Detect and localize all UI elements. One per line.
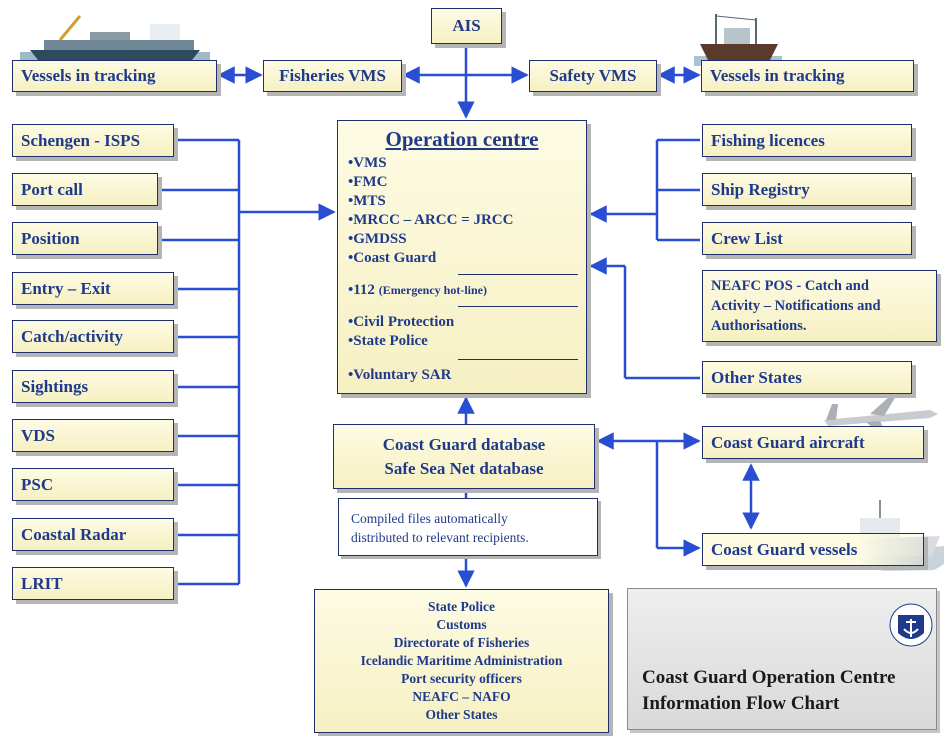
op-divider xyxy=(458,306,578,307)
operation-centre-title: Operation centre xyxy=(385,127,539,151)
recipients-box: State Police Customs Directorate of Fish… xyxy=(314,589,609,733)
title-line-1: Coast Guard Operation Centre xyxy=(642,667,896,688)
database-line-1: Coast Guard database xyxy=(382,435,546,454)
op-item-coast-guard: •Coast Guard xyxy=(348,250,437,266)
fisheries-vms-box: Fisheries VMS xyxy=(263,60,402,92)
trawler-picture-right xyxy=(694,14,782,66)
op-item-voluntary-sar: •Voluntary SAR xyxy=(348,367,452,383)
left-item-catch-activity: Catch/activity xyxy=(12,320,174,353)
left-item-port-call: Port call xyxy=(12,173,158,206)
op-item-civil-protection: •Civil Protection xyxy=(348,314,455,330)
op-item-jrcc: •MRCC – ARCC = JRCC xyxy=(348,212,514,228)
left-item-position: Position xyxy=(12,222,158,255)
vessels-tracking-right-label: Vessels in tracking xyxy=(710,66,845,85)
recipient-item: Port security officers xyxy=(401,671,522,686)
safety-vms-label: Safety VMS xyxy=(549,66,637,85)
left-item-sightings: Sightings xyxy=(12,370,174,403)
right-item-other-states: Other States xyxy=(702,361,912,394)
recipient-item: Other States xyxy=(425,707,498,722)
left-item-label: Position xyxy=(21,228,80,248)
operation-centre-box: Operation centre •VMS •FMC •MTS •MRCC – … xyxy=(337,120,587,394)
left-item-label: Schengen - ISPS xyxy=(21,130,141,150)
ais-label: AIS xyxy=(452,16,481,35)
coast-guard-aircraft-box: Coast Guard aircraft xyxy=(702,426,924,459)
ais-box: AIS xyxy=(431,8,502,44)
aircraft-label: Coast Guard aircraft xyxy=(711,432,865,452)
vessels-label: Coast Guard vessels xyxy=(711,539,858,559)
left-item-coastal-radar: Coastal Radar xyxy=(12,518,174,551)
recipient-item: Customs xyxy=(436,617,487,632)
hotline-number: •112 xyxy=(348,282,375,298)
left-item-label: PSC xyxy=(21,474,54,494)
left-item-label: Entry – Exit xyxy=(21,278,111,298)
recipient-item: Icelandic Maritime Administration xyxy=(360,653,563,668)
fisheries-vms-label: Fisheries VMS xyxy=(279,66,386,85)
right-item-label: Crew List xyxy=(711,228,783,248)
neafc-line: Activity – Notifications and xyxy=(711,298,881,314)
safety-vms-box: Safety VMS xyxy=(529,60,657,92)
recipient-item: State Police xyxy=(427,599,496,614)
vessels-tracking-left-label: Vessels in tracking xyxy=(21,66,156,85)
note-line: Compiled files automatically xyxy=(351,511,508,526)
neafc-line: NEAFC POS - Catch and xyxy=(711,278,869,294)
op-item-gmdss: •GMDSS xyxy=(348,231,407,247)
right-item-label: Other States xyxy=(711,367,802,387)
recipient-item: NEAFC – NAFO xyxy=(412,689,511,704)
op-divider xyxy=(458,359,578,360)
left-item-label: VDS xyxy=(21,425,56,445)
right-item-ship-registry: Ship Registry xyxy=(702,173,912,206)
right-item-label: Fishing licences xyxy=(711,130,825,150)
coast-guard-logo-icon xyxy=(889,603,933,647)
left-item-label: LRIT xyxy=(21,573,63,593)
right-item-crew-list: Crew List xyxy=(702,222,912,255)
hotline-note: (Emergency hot-line) xyxy=(378,283,487,297)
left-item-psc: PSC xyxy=(12,468,174,501)
left-item-label: Port call xyxy=(21,179,83,199)
vessels-tracking-left-box: Vessels in tracking xyxy=(12,60,217,92)
op-item-fmc: •FMC xyxy=(348,174,388,190)
right-item-neafc-pos: NEAFC POS - Catch and Activity – Notific… xyxy=(702,270,937,342)
left-item-lrit: LRIT xyxy=(12,567,174,600)
left-item-label: Coastal Radar xyxy=(21,524,127,544)
right-item-fishing-licences: Fishing licences xyxy=(702,124,912,157)
fishing-vessel-picture-left xyxy=(20,15,210,64)
database-box: Coast Guard database Safe Sea Net databa… xyxy=(333,424,595,489)
op-item-vms: •VMS xyxy=(348,155,387,171)
neafc-line: Authorisations. xyxy=(711,318,807,334)
recipient-item: Directorate of Fisheries xyxy=(393,635,530,650)
right-item-label: Ship Registry xyxy=(711,179,810,199)
title-line-2: Information Flow Chart xyxy=(642,693,840,714)
distribution-note: Compiled files automatically distributed… xyxy=(338,498,598,556)
coast-guard-vessels-box: Coast Guard vessels xyxy=(702,533,924,566)
database-line-2: Safe Sea Net database xyxy=(384,459,544,478)
op-item-112: •112 (Emergency hot-line) xyxy=(338,281,586,300)
op-item-state-police: •State Police xyxy=(348,333,428,349)
title-panel: Coast Guard Operation Centre Information… xyxy=(627,588,937,730)
op-divider xyxy=(458,274,578,275)
note-line: distributed to relevant recipients. xyxy=(351,530,529,545)
vessels-tracking-right-box: Vessels in tracking xyxy=(701,60,914,92)
left-item-label: Catch/activity xyxy=(21,326,123,346)
left-item-label: Sightings xyxy=(21,376,89,396)
left-item-vds: VDS xyxy=(12,419,174,452)
left-item-entry-exit: Entry – Exit xyxy=(12,272,174,305)
op-item-mts: •MTS xyxy=(348,193,386,209)
left-item-schengen-isps: Schengen - ISPS xyxy=(12,124,174,157)
